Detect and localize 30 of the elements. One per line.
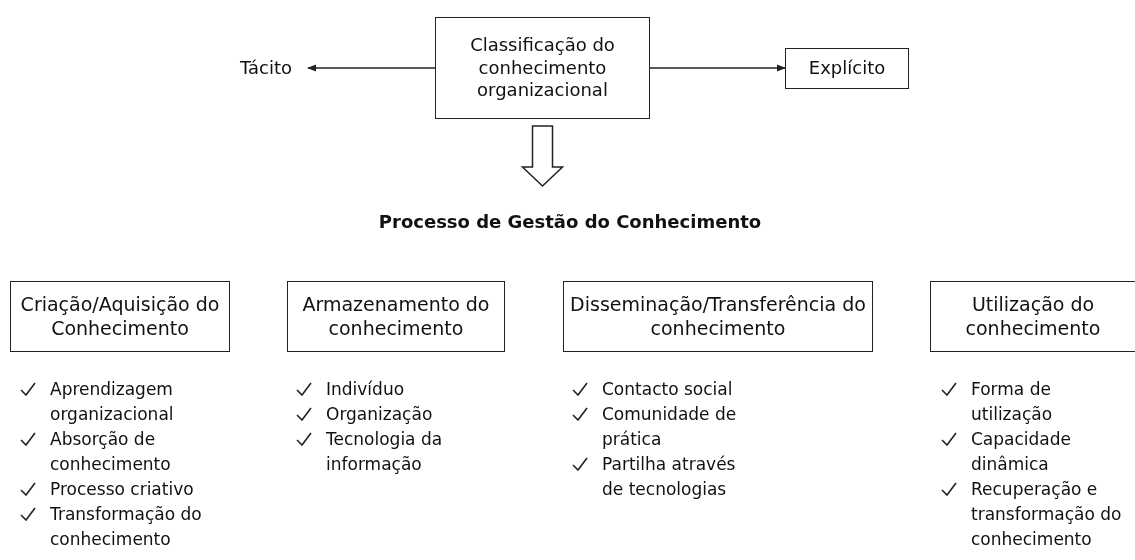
category-box (785, 48, 909, 89)
list-item: Partilha através de tecnologias (602, 453, 737, 501)
box-label: Explícito (808, 57, 886, 80)
section-heading: Processo de Gestão do Conhecimento (300, 208, 840, 236)
list-item: Comunidade de prática (602, 403, 738, 451)
list-item: Tecnologia da informação (326, 428, 444, 476)
list-item: Contacto social (602, 378, 733, 401)
list-item: Transformação do conhecimento (50, 503, 203, 551)
category-box (287, 281, 505, 352)
list-item: Aprendizagem organizacional (50, 378, 175, 426)
category-box (10, 281, 230, 352)
category-box (930, 281, 1135, 352)
list-item: Recuperação e transformação do conhecimento (971, 478, 1123, 551)
box-label: Utilização do conhecimento (964, 292, 1102, 341)
category-box (563, 281, 873, 352)
category-label: Tácito (226, 54, 306, 82)
box-label: Classificação do conhecimento organizacional (469, 34, 616, 102)
block-arrow (520, 125, 565, 188)
list-item: Organização (326, 403, 433, 426)
list-item: Capacidade dinâmica (971, 428, 1073, 476)
list-item: Absorção de conhecimento (50, 428, 172, 476)
box-label: Criação/Aquisição do Conhecimento (19, 292, 221, 341)
box-label: Disseminação/Transferência do conhecimento (569, 292, 867, 341)
list-item: Forma de utilização (971, 378, 1054, 426)
arrow (649, 64, 786, 72)
list-item: Processo criativo (50, 478, 194, 501)
box-label: Armazenamento do conhecimento (301, 292, 491, 341)
category-box (435, 17, 650, 119)
list-item: Indivíduo (326, 378, 405, 401)
arrow (307, 64, 436, 72)
